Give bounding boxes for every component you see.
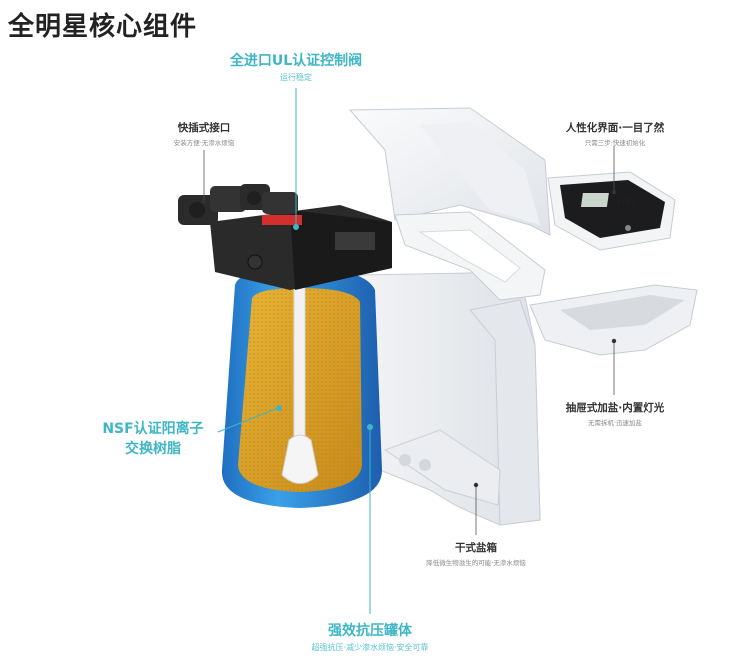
callout-valve-heading: 全进口UL认证控制阀 [229,53,363,69]
callout-drawer-sub: 无需拆机·迅速加盐 [587,419,643,427]
callout-connector-heading: 快插式接口 [177,122,231,134]
callout-tank-heading: 强效抗压罐体 [328,623,412,639]
callout-brine-heading: 干式盐箱 [455,542,497,554]
teal-leader-lines [217,88,371,614]
top-lid [348,107,551,236]
panel-display: 1:52 [616,197,635,206]
gray-leader-lines [203,146,615,535]
callout-control-valve: 全进口UL认证控制阀 运行稳定 [226,50,366,83]
control-panel [547,171,676,251]
callout-resin-line1: NSF认证阳离子 [102,421,204,437]
callout-valve-sub: 运行稳定 [280,73,312,82]
callout-control-panel: 人性化界面·一目了然 只需三步·快速初始化 [560,120,670,147]
callout-connector-sub: 安装方便·无渗水烦恼 [173,139,235,147]
callout-resin-line2: 交换树脂 [125,441,181,457]
page-title: 全明星核心组件 [8,12,198,42]
callout-tank-sub: 超强抗压·减少渗水烦恼·安全可靠 [311,643,429,652]
control-valve [210,205,392,290]
brine-cabinet [359,271,541,526]
teal-leader-dots [276,224,373,430]
callout-resin: NSF认证阳离子 交换树脂 [98,418,208,458]
pressure-tank [221,268,382,508]
callout-quick-connector: 快插式接口 安装方便·无渗水烦恼 [154,120,254,147]
gray-leader-dots [201,189,617,488]
salt-drawer [529,284,698,356]
callout-panel-sub: 只需三步·快速初始化 [584,139,646,147]
frame-ring [394,211,546,301]
callout-brine-sub: 降低微生物滋生的可能·无渗水烦恼 [426,559,526,567]
callout-pressure-tank: 强效抗压罐体 超强抗压·减少渗水烦恼·安全可靠 [300,620,440,653]
callout-drawer-heading: 抽屉式加盐·内置灯光 [565,402,665,414]
callout-salt-drawer: 抽屉式加盐·内置灯光 无需拆机·迅速加盐 [560,400,670,427]
quick-connectors [178,184,298,225]
callout-panel-heading: 人性化界面·一目了然 [565,122,665,134]
callout-brine-tank: 干式盐箱 降低微生物滋生的可能·无渗水烦恼 [416,540,536,567]
